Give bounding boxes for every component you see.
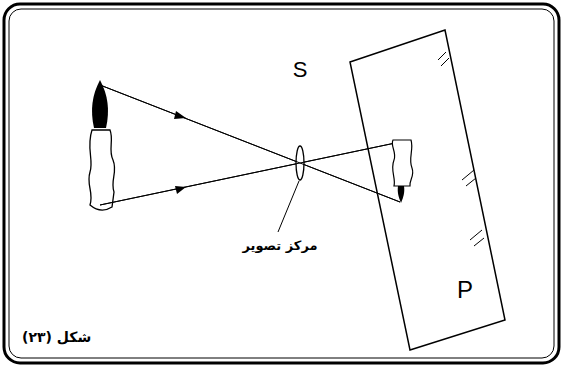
callout-label: مرکز تصویر xyxy=(242,239,317,253)
plane-hatch xyxy=(438,52,484,246)
plane-label: P xyxy=(457,277,473,303)
inverted-flame xyxy=(398,186,405,203)
inverted-image xyxy=(392,140,413,186)
light-ray xyxy=(100,85,400,202)
caption: شکل (۲۳) xyxy=(22,330,91,345)
outer-frame xyxy=(4,4,559,363)
light-ray xyxy=(100,142,400,205)
light-ray xyxy=(100,85,400,202)
point-label: S xyxy=(293,58,308,82)
light-ray xyxy=(100,142,400,205)
projection-plane xyxy=(350,30,505,350)
leader-line xyxy=(278,181,299,232)
candle-body xyxy=(89,130,115,210)
inner-frame xyxy=(9,9,554,358)
